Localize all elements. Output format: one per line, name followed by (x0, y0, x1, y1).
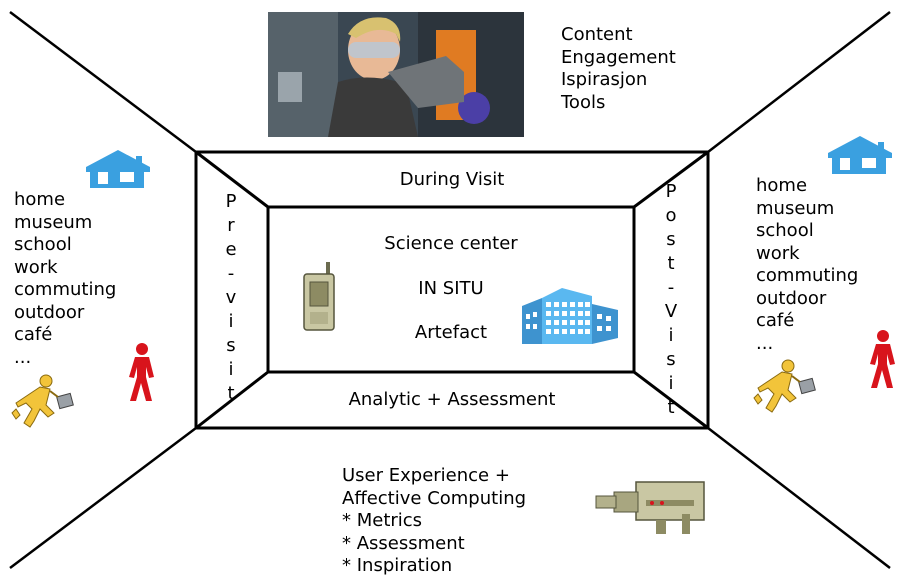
vertical-letter: V (664, 301, 678, 322)
location-item: ... (756, 332, 774, 354)
location-item: museum (756, 197, 835, 219)
video-camera-icon (595, 481, 705, 534)
outer-frame (194, 150, 710, 430)
location-item: museum (14, 211, 93, 233)
location-item: school (14, 234, 72, 255)
feature-item: Ispirasjon (561, 69, 648, 90)
vertical-letter: P (665, 181, 677, 202)
bottom-line: User Experience + (342, 465, 510, 486)
location-item: commuting (756, 265, 859, 286)
vertical-letter: s (226, 335, 236, 356)
location-item: outdoor (756, 287, 827, 309)
analytic-assessment-label: Analytic + Assessment (348, 389, 556, 410)
bottom-line: * Metrics (342, 510, 423, 531)
location-item: outdoor (14, 301, 85, 323)
location-item: commuting (14, 279, 117, 300)
artefact-label: Artefact (414, 322, 488, 343)
vertical-letter: - (227, 263, 235, 284)
science-center-label: Science center (384, 233, 518, 254)
photo-visitor (268, 12, 524, 137)
house-icon (828, 136, 892, 174)
vertical-letter: t (227, 383, 235, 404)
feature-item: Tools (561, 91, 606, 113)
mobile-phone-icon (303, 262, 335, 331)
diagonal-top-right (707, 11, 891, 153)
location-item: home (756, 175, 808, 196)
right-locations-list: home museum school work commuting outdoo… (756, 175, 858, 355)
location-item: café (14, 324, 53, 345)
bottom-text-block: User Experience + Affective Computing * … (342, 465, 526, 578)
bottom-line: * Inspiration (342, 555, 453, 576)
top-features-list: Content Engagement Ispirasjon Tools (561, 24, 676, 114)
during-visit-label: During Visit (399, 169, 505, 190)
vertical-letter: e (225, 239, 237, 260)
location-item: ... (14, 346, 32, 368)
vertical-letter: o (665, 205, 677, 226)
location-item: home (14, 189, 66, 210)
bottom-line: * Assessment (342, 532, 465, 554)
bottom-line: Affective Computing (342, 487, 527, 509)
vertical-letter: i (668, 373, 674, 394)
vertical-letter: t (667, 397, 675, 418)
inner-frame (266, 205, 636, 374)
feature-item: Engagement (561, 46, 676, 68)
office-building-icon (522, 288, 618, 344)
vertical-letter: - (667, 277, 675, 298)
walking-person-icon (870, 330, 895, 388)
running-person-icon (11, 374, 74, 428)
vertical-letter: v (225, 287, 237, 308)
vertical-letter: i (668, 325, 674, 346)
diagonal-bottom-right (707, 427, 891, 569)
diagonal-top-left (9, 11, 197, 153)
location-item: school (756, 220, 814, 241)
in-situ-label: IN SITU (418, 278, 484, 299)
house-icon (86, 150, 150, 188)
location-item: work (14, 256, 58, 278)
location-item: café (756, 310, 795, 331)
vertical-letter: r (227, 215, 235, 236)
vertical-letter: s (666, 229, 676, 250)
vertical-letter: t (667, 253, 675, 274)
diagonal-bottom-left (9, 427, 197, 569)
feature-item: Content (561, 24, 633, 45)
location-item: work (756, 242, 800, 264)
vertical-letter: s (666, 349, 676, 370)
vertical-letter: P (225, 191, 237, 212)
vertical-letter: i (228, 359, 234, 380)
walking-person-icon (129, 343, 154, 401)
left-locations-list: home museum school work commuting outdoo… (14, 189, 116, 369)
vertical-letter: i (228, 311, 234, 332)
running-person-icon (753, 359, 816, 413)
